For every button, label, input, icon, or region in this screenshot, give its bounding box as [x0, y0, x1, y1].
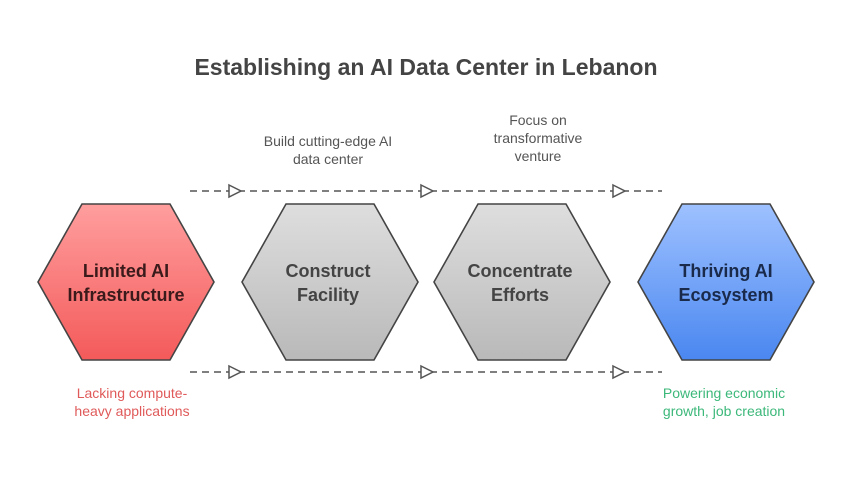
note-line: Lacking compute- — [77, 385, 188, 401]
note-lacking-compute: Lacking compute- heavy applications — [74, 385, 189, 419]
stage-label-line1: Concentrate — [467, 261, 572, 281]
top-arrow-1 — [228, 183, 243, 199]
note-line: venture — [515, 148, 562, 164]
note-powering-growth: Powering economic growth, job creation — [663, 385, 785, 419]
stage-label-line1: Thriving AI — [679, 261, 772, 281]
stage-hexagon — [37, 203, 215, 361]
note-line: Powering economic — [663, 385, 785, 401]
top-arrow-2 — [420, 183, 435, 199]
stage-label-line2: Infrastructure — [67, 285, 184, 305]
bottom-connector — [190, 364, 662, 380]
stage-label-line1: Construct — [286, 261, 371, 281]
stage-hexagon — [637, 203, 815, 361]
stage-label-line2: Facility — [297, 285, 359, 305]
note-build-data-center: Build cutting-edge AI data center — [264, 133, 392, 167]
stage-concentrate-efforts: Concentrate Efforts — [433, 203, 611, 361]
diagram-title: Establishing an AI Data Center in Lebano… — [194, 54, 657, 80]
top-connector — [190, 183, 662, 199]
note-line: Build cutting-edge AI — [264, 133, 392, 149]
note-line: Focus on — [509, 112, 567, 128]
stage-limited-ai-infrastructure: Limited AI Infrastructure — [37, 203, 215, 361]
note-line: data center — [293, 151, 363, 167]
stage-label-line2: Ecosystem — [678, 285, 773, 305]
note-line: heavy applications — [74, 403, 189, 419]
bottom-arrow-1 — [228, 364, 243, 380]
stage-thriving-ai-ecosystem: Thriving AI Ecosystem — [637, 203, 815, 361]
top-arrow-3 — [612, 183, 627, 199]
stage-label-line2: Efforts — [491, 285, 549, 305]
stage-label-line1: Limited AI — [83, 261, 169, 281]
stage-construct-facility: Construct Facility — [241, 203, 419, 361]
stage-hexagon — [241, 203, 419, 361]
note-line: transformative — [494, 130, 583, 146]
stage-hexagon — [433, 203, 611, 361]
note-line: growth, job creation — [663, 403, 785, 419]
bottom-arrow-2 — [420, 364, 435, 380]
note-focus-venture: Focus on transformative venture — [494, 112, 583, 164]
bottom-arrow-3 — [612, 364, 627, 380]
